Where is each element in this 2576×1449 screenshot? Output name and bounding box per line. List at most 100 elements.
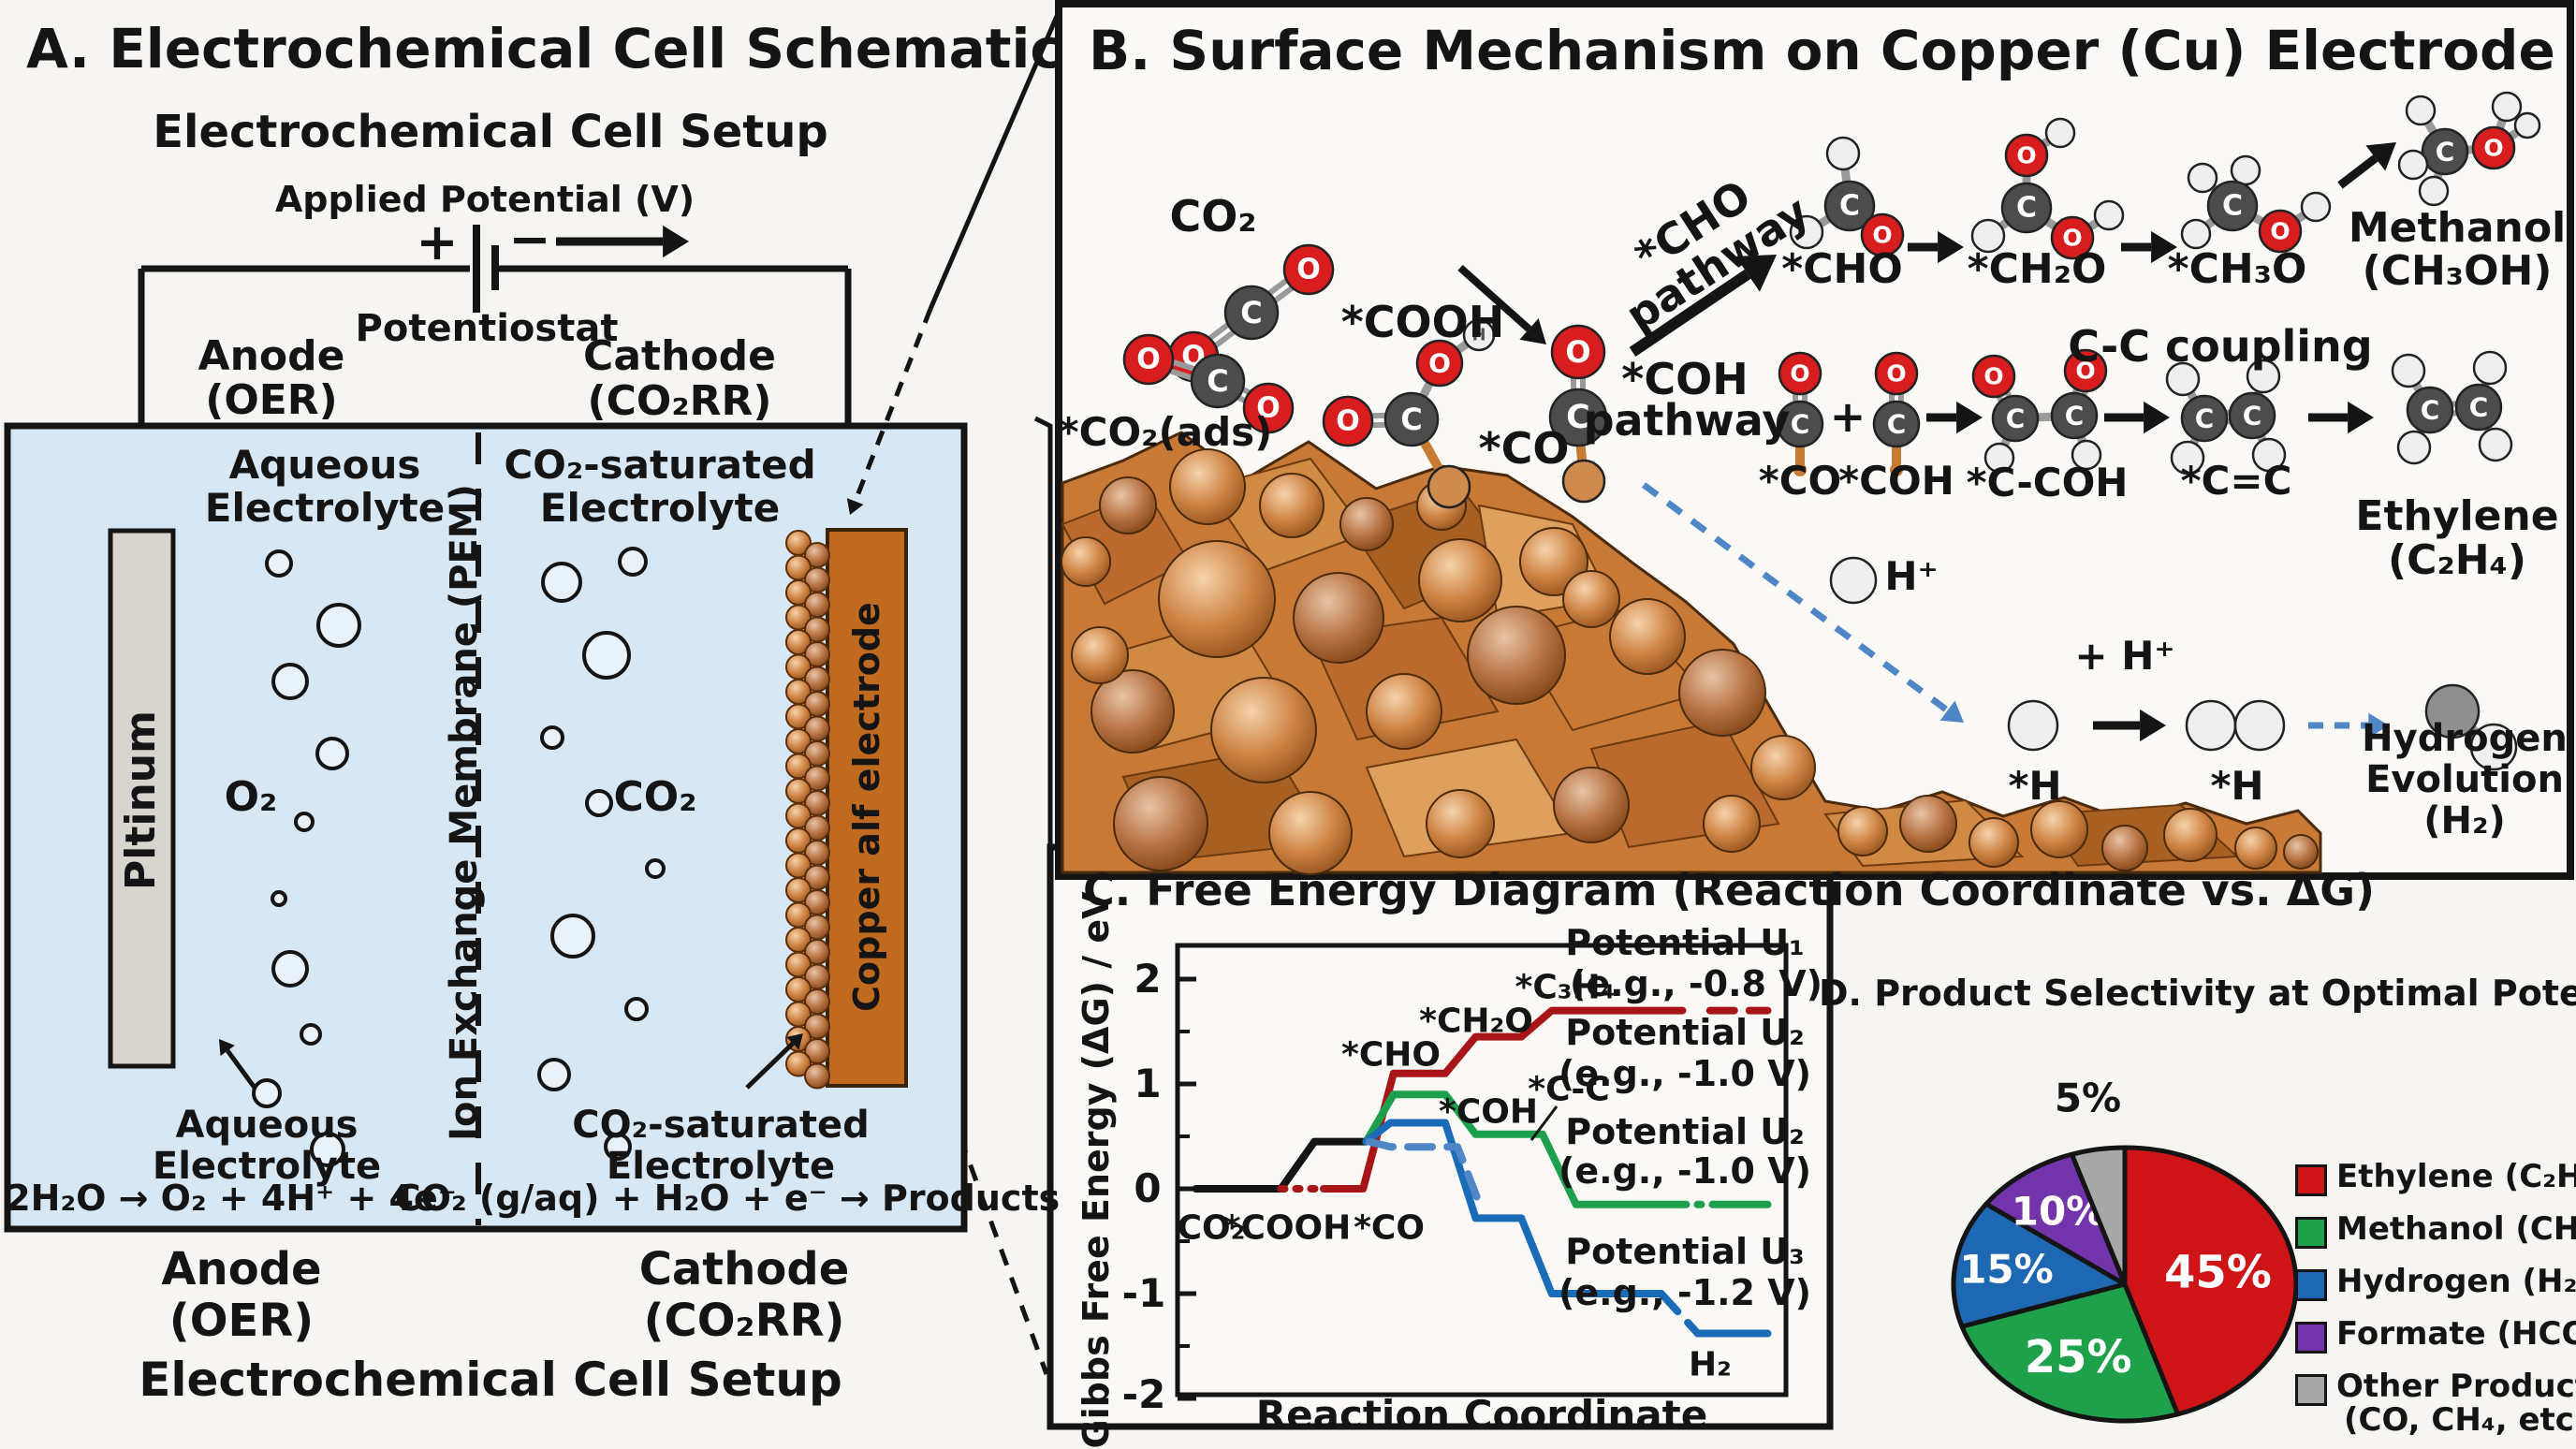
pie-slice-5% bbox=[2069, 1145, 2128, 1287]
panel-c-spur-line bbox=[1033, 416, 1053, 847]
legend-u2b: Potential U₂ bbox=[1565, 1111, 1805, 1153]
panel-a-title: A. Electrochemical Cell Schematic bbox=[26, 17, 1062, 80]
panel-c-free-energy-plot bbox=[1175, 943, 1789, 1401]
co2ads-label: *CO₂(ads) bbox=[1058, 409, 1273, 456]
legend-swatch bbox=[2295, 1322, 2327, 1354]
molecule-coh-pair: OC bbox=[1872, 351, 1921, 476]
star-h2-label: *H bbox=[2210, 763, 2264, 810]
svg-text:C: C bbox=[2195, 403, 2215, 434]
pie-slice-label: 5% bbox=[2055, 1076, 2121, 1121]
svg-text:O: O bbox=[1428, 348, 1451, 379]
anode-top-label2: (OER) bbox=[205, 376, 338, 425]
panel-a-cell-schematic bbox=[4, 7, 1063, 1375]
molecule-ch3o: CO bbox=[2180, 154, 2332, 254]
pointer-arrows bbox=[219, 225, 803, 1090]
ytick-2: 2 bbox=[1134, 956, 1162, 1003]
cathode-top-label: Cathode bbox=[583, 332, 776, 381]
coh-pair-label: *COH bbox=[1838, 458, 1954, 505]
star-h-label: *H bbox=[2008, 763, 2062, 810]
panel-d-pie-chart: 45%25%15%10%5% bbox=[1951, 1076, 2299, 1424]
svg-text:C: C bbox=[2006, 403, 2026, 434]
cathode-bottom-label: Cathode bbox=[638, 1243, 850, 1296]
legend-u3: Potential U₃ bbox=[1565, 1231, 1805, 1273]
cathode-top-label2: (CO₂RR) bbox=[587, 377, 772, 426]
coh-pathway-label: *COH bbox=[1621, 354, 1749, 405]
co2sat-bottom-label2: Electrolyte bbox=[606, 1145, 836, 1189]
svg-text:O: O bbox=[1336, 405, 1360, 438]
svg-text:C: C bbox=[2016, 192, 2037, 225]
svg-text:O: O bbox=[2016, 142, 2036, 169]
ytick-0: 0 bbox=[1134, 1165, 1162, 1212]
cc-pointer-line bbox=[1530, 1105, 1559, 1141]
pie-slice-label: 45% bbox=[2164, 1246, 2272, 1298]
legend-u2a-v: (e.g., -1.0 V) bbox=[1559, 1053, 1811, 1095]
svg-text:O: O bbox=[1256, 392, 1281, 425]
o2-label: O₂ bbox=[224, 773, 278, 822]
svg-text:C: C bbox=[1240, 295, 1262, 330]
cooh-label: *COOH bbox=[1340, 297, 1505, 348]
curve-label-co: *CO bbox=[1354, 1208, 1425, 1248]
pie-legend-item-hydrogen: Hydrogen (H₂) bbox=[2295, 1265, 2576, 1301]
plus-molecule-sign: + bbox=[1829, 391, 1866, 443]
ethylene-label: Ethylene bbox=[2355, 492, 2559, 541]
h-plus-label: H⁺ bbox=[1884, 553, 1939, 600]
molecule-h2-adsorbed bbox=[2185, 699, 2286, 752]
pie-slice-label: 25% bbox=[2025, 1331, 2132, 1383]
curve-label-c3h4: *C₃H₄ bbox=[1515, 968, 1616, 1007]
svg-text:O: O bbox=[1136, 344, 1161, 376]
minus-sign: − bbox=[508, 209, 551, 269]
svg-text:C: C bbox=[2421, 395, 2440, 426]
curve-label-cho: *CHO bbox=[1341, 1035, 1441, 1075]
platinum-electrode bbox=[108, 528, 176, 1069]
aqueous-electrolyte-heading2: Electrolyte bbox=[204, 485, 446, 532]
cathode-reaction: CO₂ (g/aq) + H₂O + e⁻ → Products bbox=[394, 1178, 1061, 1220]
legend-swatch bbox=[2295, 1374, 2327, 1406]
curve-label-ch2o: *CH₂O bbox=[1419, 1002, 1533, 1041]
pie-legend-item-ethylene: Ethylene (C₂H₄) bbox=[2295, 1160, 2576, 1196]
legend-u1-v: (e.g., -0.8 V) bbox=[1570, 963, 1822, 1005]
legend-swatch bbox=[2295, 1164, 2327, 1196]
aqueous-bottom-label: Aqueous bbox=[175, 1104, 359, 1148]
copper-surface bbox=[1061, 431, 2322, 875]
svg-text:O: O bbox=[2075, 358, 2095, 385]
pie-slice-label: 15% bbox=[1959, 1247, 2054, 1293]
co2-bubbles bbox=[537, 547, 666, 1161]
platinum-label: Pltinum bbox=[117, 710, 166, 890]
svg-text:C: C bbox=[2436, 137, 2455, 168]
pie-slice-45% bbox=[2122, 1145, 2299, 1417]
svg-text:C: C bbox=[1207, 363, 1228, 399]
ytick-neg2: -2 bbox=[1121, 1371, 1166, 1418]
cell-setup-heading: Electrochemical Cell Setup bbox=[153, 106, 828, 159]
co-label: *CO bbox=[1478, 423, 1570, 475]
svg-text:C: C bbox=[2469, 392, 2489, 423]
o2-bubbles bbox=[252, 549, 361, 1167]
c-eq-c-label: *C=C bbox=[2180, 458, 2292, 505]
svg-text:C: C bbox=[2065, 401, 2085, 432]
curve-label-cc: *C-C bbox=[1528, 1070, 1610, 1109]
svg-text:O: O bbox=[1296, 254, 1321, 286]
molecule-co2-ads: OCO bbox=[1122, 333, 1295, 434]
ytick-1: 1 bbox=[1134, 1061, 1162, 1107]
molecule-h2-product bbox=[2424, 683, 2518, 771]
ch3o-label: *CH₃O bbox=[2167, 245, 2307, 294]
anode-bottom-label2: (OER) bbox=[168, 1295, 315, 1348]
y-axis-label: Gibbs Free Energy (ΔG) / eV bbox=[1076, 891, 1118, 1449]
cc-coupling-label: C-C coupling bbox=[2068, 321, 2373, 373]
hydrogen-evolution-label3: (H₂) bbox=[2423, 799, 2506, 843]
aqueous-electrolyte-heading: Aqueous bbox=[228, 442, 421, 489]
aqueous-bottom-label2: Electrolyte bbox=[152, 1145, 382, 1189]
pie-slice-25% bbox=[1959, 1281, 2181, 1424]
legend-swatch bbox=[2295, 1269, 2327, 1301]
energy-curves bbox=[1192, 1006, 1772, 1338]
curve-label-h2: H₂ bbox=[1689, 1345, 1732, 1384]
molecule-cho: CO bbox=[1789, 136, 1905, 257]
hydrogen-evolution-label2: Evolution bbox=[2365, 758, 2564, 802]
x-axis-label: Reaction Coordinate bbox=[1255, 1392, 1708, 1439]
curve-label-coh: *COH bbox=[1439, 1092, 1538, 1132]
co-pair-label: *CO bbox=[1758, 458, 1842, 505]
coh-pathway-label2: pathway bbox=[1583, 395, 1791, 446]
